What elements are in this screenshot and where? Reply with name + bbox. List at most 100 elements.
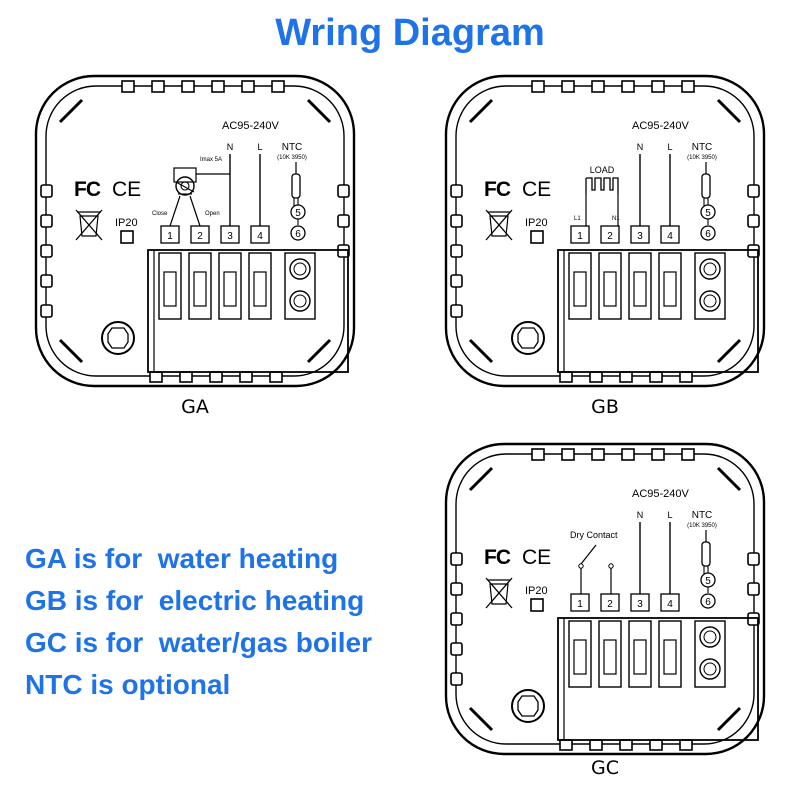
corner-latch — [468, 466, 494, 492]
sensor-terminal-5-number: 5 — [705, 208, 711, 219]
socket-hole-inner — [703, 662, 717, 676]
top-clip — [181, 80, 195, 93]
terminal-2-number: 2 — [197, 231, 203, 242]
ntc-spec: (10K 3950) — [687, 523, 717, 529]
socket-hole-inner — [703, 262, 717, 276]
bottom-clip — [589, 739, 603, 751]
live-label: L — [667, 142, 672, 152]
socket-hole-inner — [293, 294, 307, 308]
screw-slot — [658, 620, 682, 688]
socket-hole-inner — [703, 294, 717, 308]
screw-window — [253, 271, 267, 307]
live-label: L — [257, 142, 262, 152]
ip-rating: IP20 — [525, 585, 548, 597]
housing-outline — [444, 442, 766, 756]
note-gc: GC is for water/gas boiler — [25, 627, 372, 658]
side-clip — [450, 552, 463, 566]
terminal-4-number: 4 — [257, 231, 263, 242]
weee-bin-icon — [75, 209, 103, 241]
sensor-terminal-5 — [290, 204, 306, 220]
housing-outline — [34, 74, 356, 388]
screw-window — [603, 639, 617, 675]
screw-slot — [218, 252, 242, 320]
sensor-terminal-6-number: 6 — [295, 229, 301, 240]
top-clip — [591, 80, 605, 93]
valve-open-wire — [189, 195, 201, 227]
terminal-block — [147, 249, 349, 373]
screw-slot — [568, 620, 592, 688]
note-ntc: NTC is optional — [25, 669, 231, 700]
terminal-2-box — [600, 225, 620, 244]
voltage-label: AC95-240V — [632, 120, 690, 132]
valve-close-label: Close — [152, 211, 168, 217]
bottom-clip — [649, 371, 663, 383]
bottom-clip — [179, 371, 193, 383]
motorized-valve-icon — [173, 167, 197, 196]
corner-latch — [58, 98, 84, 124]
mounting-hole-icon — [511, 689, 545, 723]
fcc-mark: FC — [484, 178, 511, 201]
valve-current-rating: Imax 5A — [200, 157, 222, 163]
ntc-sensor-icon — [701, 162, 711, 225]
screw-window — [573, 639, 587, 675]
neutral-label: N — [637, 510, 644, 520]
side-clip — [450, 244, 463, 258]
terminal-3-number: 3 — [637, 599, 643, 610]
neutral-label: N — [637, 142, 644, 152]
side-clip — [40, 244, 53, 258]
diagram-title: Wring Diagram — [275, 12, 545, 54]
mounting-hole-inner — [517, 327, 539, 349]
top-clip — [621, 80, 635, 93]
bottom-clip — [679, 739, 693, 751]
ce-mark: CE — [522, 546, 551, 569]
mounting-hole-inner — [107, 327, 129, 349]
screw-window — [633, 271, 647, 307]
weee-bin-icon — [485, 577, 513, 609]
ntc-label: NTC — [282, 142, 303, 153]
socket-hole — [699, 658, 721, 680]
terminal-1-number: 1 — [167, 231, 173, 242]
bottom-clip — [269, 371, 283, 383]
side-clip — [40, 304, 53, 318]
side-clip — [450, 612, 463, 626]
corner-latch — [306, 98, 332, 124]
ntc-spec: (10K 3950) — [687, 155, 717, 161]
bottom-clip — [209, 371, 223, 383]
screw-window — [663, 639, 677, 675]
sensor-terminal-5 — [700, 204, 716, 220]
corner-latch — [58, 338, 84, 364]
top-clip — [151, 80, 165, 93]
screw-slot — [158, 252, 182, 320]
ce-mark: CE — [112, 178, 141, 201]
ip-square-icon — [530, 230, 544, 244]
neutral-label: N — [227, 142, 234, 152]
ntc-sensor-icon — [701, 530, 711, 593]
screw-window — [193, 271, 207, 307]
sensor-terminal-6 — [700, 593, 716, 609]
bottom-clip — [619, 739, 633, 751]
terminal-3-number: 3 — [227, 231, 233, 242]
live-label: L — [667, 510, 672, 520]
valve-close-wire — [169, 195, 181, 227]
ip-square-icon — [120, 230, 134, 244]
heating-load-icon — [585, 177, 619, 194]
terminal-4-number: 4 — [667, 599, 673, 610]
terminal-1-box — [570, 225, 590, 244]
fcc-mark: FC — [484, 546, 511, 569]
mounting-hole-inner — [517, 695, 539, 717]
side-clip — [40, 214, 53, 228]
bottom-clip — [649, 739, 663, 751]
load-l1-label: L1 — [574, 216, 581, 222]
side-clip — [337, 184, 350, 198]
screw-slot — [628, 620, 652, 688]
bottom-clip — [559, 739, 573, 751]
terminal-2-number: 2 — [607, 599, 613, 610]
top-clip — [241, 80, 255, 93]
terminal-4-number: 4 — [667, 231, 673, 242]
housing-outline — [444, 74, 766, 388]
side-clip — [450, 304, 463, 318]
screw-slot — [598, 620, 622, 688]
dry-contact-label: Dry Contact — [570, 530, 618, 540]
